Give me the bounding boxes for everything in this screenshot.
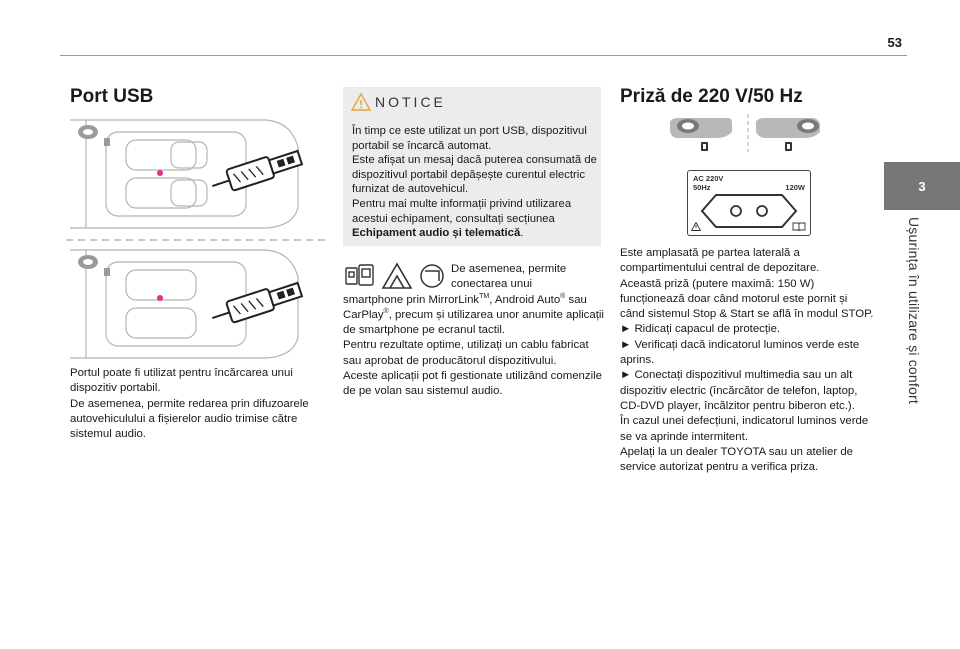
outlet-power-label: 120W (785, 183, 805, 192)
smartphone-apps-icons (345, 262, 444, 289)
outlet-heading: Priză de 220 V/50 Hz (620, 86, 803, 107)
usb-location-illustration (66, 119, 328, 359)
outlet-socket-panel: AC 220V 50Hz 120W (687, 170, 811, 236)
outlet-para-dealer: Apelați la un dealer TOYOTA sau un ateli… (620, 445, 854, 474)
outlet-para-1: Este amplasată pe partea laterală a comp… (620, 247, 820, 275)
notice-heading: NOTICE (375, 94, 446, 110)
apps-line-3c: sau CarPlay (343, 293, 587, 321)
warning-icon (351, 93, 371, 111)
apps-line-1: De asemenea, permite (451, 263, 567, 275)
tm-mark: TM (479, 292, 490, 300)
page-number: 53 (887, 35, 902, 50)
apps-para-1: De asemenea, permite conectarea unui smart… (343, 262, 605, 338)
outlet-step-1: ► Ridicați capacul de protecție. (620, 323, 781, 336)
apps-line-2: conectarea unui (451, 278, 533, 291)
apps-description: De asemenea, permite conectarea unui smart… (343, 262, 605, 400)
apps-line-3b: , Android Auto (489, 293, 561, 306)
notice-para-1: În timp ce este utilizat un port USB, di… (352, 125, 587, 152)
notice-body: În timp ce este utilizat un port USB, di… (352, 124, 597, 241)
notice-para-3-end: . (520, 227, 524, 240)
outlet-para-2: Această priză (putere maximă: 150 W) fun… (620, 277, 874, 321)
usb-para-1: Portul poate fi utilizat pentru încărcar… (70, 367, 293, 395)
outlet-step-2: ► Verificați dacă indicatorul luminos ve… (620, 338, 860, 367)
notice-para-3-text: Pentru mai multe informații privind util… (352, 197, 572, 225)
chapter-tab[interactable]: 3 (884, 162, 960, 210)
chapter-title: Ușurința în utilizare și confort (906, 217, 922, 404)
chapter-number: 3 (918, 178, 926, 194)
usb-para-2: De asemenea, permite redarea prin difuzo… (70, 397, 309, 441)
usb-description: Portul poate fi utilizat pentru încărcar… (70, 366, 330, 442)
outlet-location-illustration (670, 114, 820, 152)
outlet-para-fault: În cazul unei defecțiuni, indicatorul lu… (620, 415, 869, 443)
reg-mark-2: ® (383, 308, 389, 316)
mirrorlink-icon (345, 264, 374, 286)
outlet-description: Este amplasată pe partea laterală a comp… (620, 246, 875, 475)
usb-heading: Port USB (70, 86, 154, 107)
apps-para-2: Pentru rezultate optime, utilizați un ca… (343, 339, 589, 367)
notice-para-3: Pentru mai multe informații privind util… (352, 197, 597, 241)
notice-para-2: Este afișat un mesaj dacă puterea consum… (352, 154, 597, 196)
reg-mark: ® (560, 292, 566, 300)
socket-icon (700, 194, 798, 228)
warning-icon (691, 222, 701, 231)
carplay-icon (420, 264, 444, 288)
notice-box: NOTICE În timp ce este utilizat un port … (343, 87, 601, 246)
outlet-step-3: ► Conectați dispozitivul multimedia sau … (620, 369, 858, 412)
audio-telematics-link[interactable]: Echipament audio și telematică (352, 227, 521, 240)
header-rule (60, 55, 907, 56)
android-auto-icon (381, 262, 413, 289)
outlet-voltage-label: AC 220V (693, 174, 724, 183)
apps-para-3: Aceste aplicații pot fi gestionate utili… (343, 370, 602, 398)
outlet-frequency-label: 50Hz (693, 183, 711, 192)
apps-line-3a: smartphone prin MirrorLink (343, 293, 480, 306)
manual-book-icon (792, 222, 806, 232)
apps-line-3d: , precum și utilizarea unor anumite apli… (343, 308, 604, 337)
